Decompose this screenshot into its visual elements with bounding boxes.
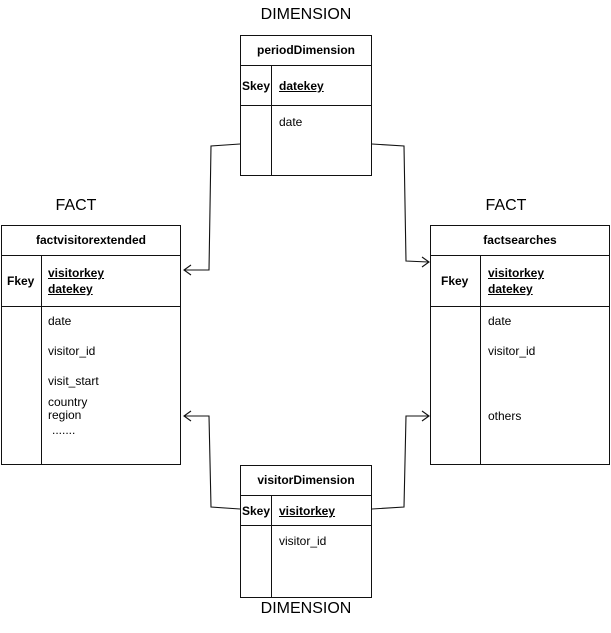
period-dimension-table[interactable]: periodDimension Skey datekey date	[240, 35, 372, 176]
dimension-label-top: DIMENSION	[260, 6, 352, 23]
dimension-label-bottom: DIMENSION	[260, 600, 352, 617]
foreign-key-datekey: datekey	[488, 282, 533, 296]
key-row	[2, 256, 180, 307]
arrowhead-visitor-to-factsearches	[421, 410, 430, 422]
fact-searches-table[interactable]: factsearches Fkey visitorkey datekey dat…	[430, 225, 610, 465]
connector-visitor-to-factsearches	[371, 415, 428, 510]
attribute-country: country	[48, 395, 88, 409]
attribute-visitor-id: visitor_id	[48, 344, 96, 358]
key-type-label: Fkey	[7, 274, 35, 288]
visitor-dimension-table[interactable]: visitorDimension Skey visitorkey visitor…	[240, 465, 372, 598]
attribute-visitor-id: visitor_id	[488, 344, 536, 358]
column-divider	[271, 66, 272, 175]
connector-period-to-factvisitor	[185, 143, 241, 271]
column-divider	[41, 256, 42, 464]
connector-visitor-to-factvisitor	[185, 415, 241, 510]
attribute-date: date	[48, 314, 72, 328]
foreign-key-visitorkey: visitorkey	[48, 266, 105, 280]
attribute-region: region	[48, 408, 82, 422]
key-type-label: Fkey	[441, 274, 469, 288]
arrowhead-period-to-factsearches	[421, 256, 430, 268]
table-title: periodDimension	[241, 36, 371, 66]
key-row	[431, 256, 609, 307]
fact-label-right: FACT	[485, 197, 527, 214]
key-row	[241, 496, 371, 526]
fact-visitor-extended-table[interactable]: factvisitorextended Fkey visitorkey date…	[1, 225, 181, 465]
table-title: visitorDimension	[241, 466, 371, 496]
table-title: factsearches	[431, 226, 609, 256]
key-type-label: Skey	[242, 79, 271, 93]
table-title: factvisitorextended	[2, 226, 180, 256]
arrowhead-period-to-factvisitor	[183, 264, 192, 276]
connector-period-to-factsearches	[371, 143, 429, 263]
attribute-more-ellipsis: .......	[52, 423, 76, 437]
attribute-date: date	[279, 115, 303, 129]
attribute-visit-start: visit_start	[48, 374, 99, 388]
arrowhead-visitor-to-factvisitor	[183, 410, 192, 422]
column-divider	[480, 256, 481, 464]
key-type-label: Skey	[242, 504, 271, 518]
fact-label-left: FACT	[55, 197, 97, 214]
primary-key-datekey: datekey	[279, 79, 324, 93]
primary-key-visitorkey: visitorkey	[279, 504, 336, 518]
column-divider	[271, 496, 272, 597]
foreign-key-datekey: datekey	[48, 282, 93, 296]
attribute-others: others	[488, 409, 522, 423]
attribute-date: date	[488, 314, 512, 328]
foreign-key-visitorkey: visitorkey	[488, 266, 545, 280]
attribute-visitor-id: visitor_id	[279, 534, 327, 548]
key-row	[241, 66, 371, 106]
